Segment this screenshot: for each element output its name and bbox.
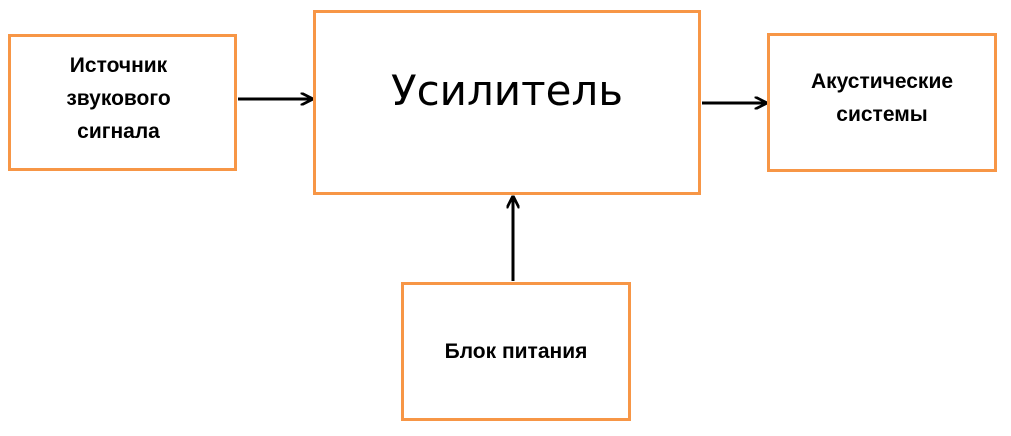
node-speaker-systems-label: Акустические системы	[810, 69, 954, 126]
node-speaker-systems: Акустические системы	[767, 33, 997, 172]
node-power-supply-label: Блок питания	[444, 340, 588, 363]
node-power-supply: Блок питания	[401, 282, 631, 421]
node-signal-source-label: Источник звукового сигнала	[66, 54, 171, 143]
node-amplifier: Усилитель	[313, 10, 701, 195]
node-amplifier-label: Усилитель	[390, 66, 624, 115]
node-signal-source: Источник звукового сигнала	[8, 34, 237, 171]
